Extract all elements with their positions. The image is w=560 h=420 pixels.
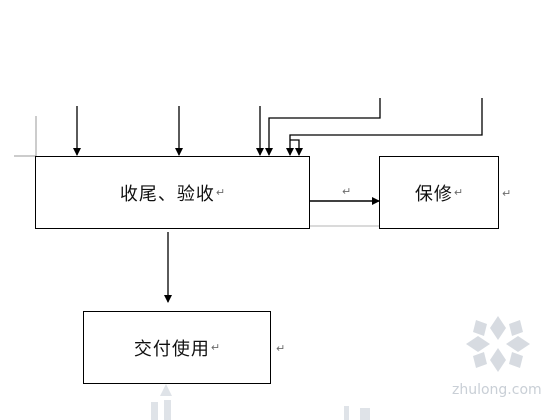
paragraph-mark: ↵	[453, 186, 464, 199]
acceptance-label: 收尾、验收	[119, 183, 215, 205]
warranty-box: 保修↵	[379, 156, 499, 229]
paragraph-mark: ↵	[342, 185, 352, 198]
paragraph-mark: ↵	[215, 186, 226, 199]
acceptance-box: 收尾、验收↵	[35, 156, 310, 229]
watermark-text: zhulong.com	[452, 382, 542, 398]
warranty-label: 保修	[414, 183, 453, 205]
watermark-logo	[466, 316, 530, 372]
bent-connector-2	[286, 98, 483, 156]
watermark-bottom-shapes	[151, 384, 370, 420]
paragraph-mark: ↵	[210, 341, 221, 354]
paragraph-mark: ↵	[502, 187, 512, 200]
paragraph-mark: ↵	[276, 342, 286, 355]
bent-connector-1	[265, 98, 381, 156]
delivery-box: 交付使用↵	[83, 311, 271, 384]
branch-arrow	[290, 139, 303, 156]
delivery-label: 交付使用	[133, 338, 210, 360]
